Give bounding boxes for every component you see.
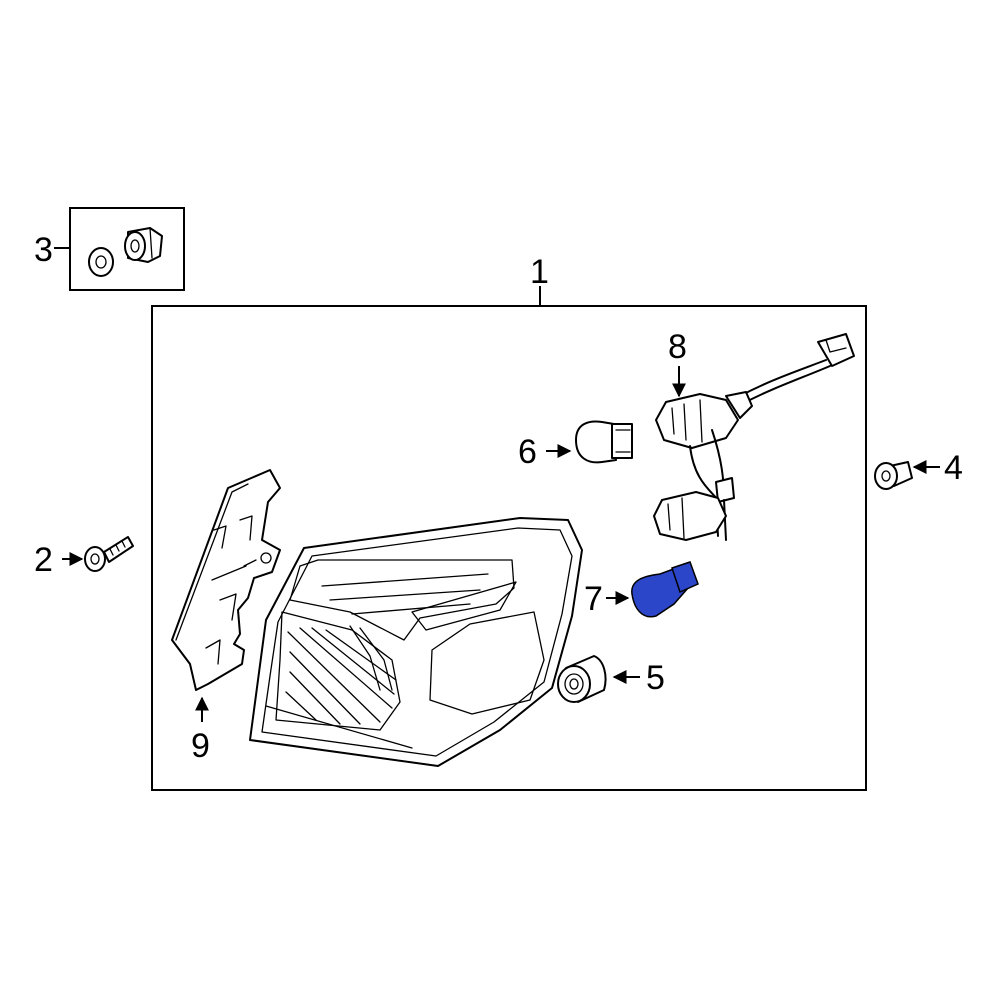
part-4-clip <box>874 461 913 490</box>
callout-4: 4 <box>944 449 963 487</box>
callout-9: 9 <box>191 727 210 765</box>
callout-7: 7 <box>584 580 603 618</box>
callout-5: 5 <box>646 659 665 697</box>
part-8-socket-harness <box>653 333 855 541</box>
callout-1: 1 <box>530 253 549 291</box>
part-3-clip-kit <box>54 207 185 291</box>
part-6-bulb <box>575 420 633 464</box>
callout-8: 8 <box>668 328 687 366</box>
callout-2: 2 <box>34 541 53 579</box>
callout-3: 3 <box>34 231 53 269</box>
part-7-bulb-highlighted <box>631 561 699 618</box>
part-9-gasket <box>171 469 281 691</box>
part-5-grommet <box>557 655 607 703</box>
callout-6: 6 <box>518 433 537 471</box>
assembly-frame <box>151 305 867 791</box>
tail-lamp-housing <box>249 517 583 767</box>
part-2-screw <box>84 536 134 572</box>
